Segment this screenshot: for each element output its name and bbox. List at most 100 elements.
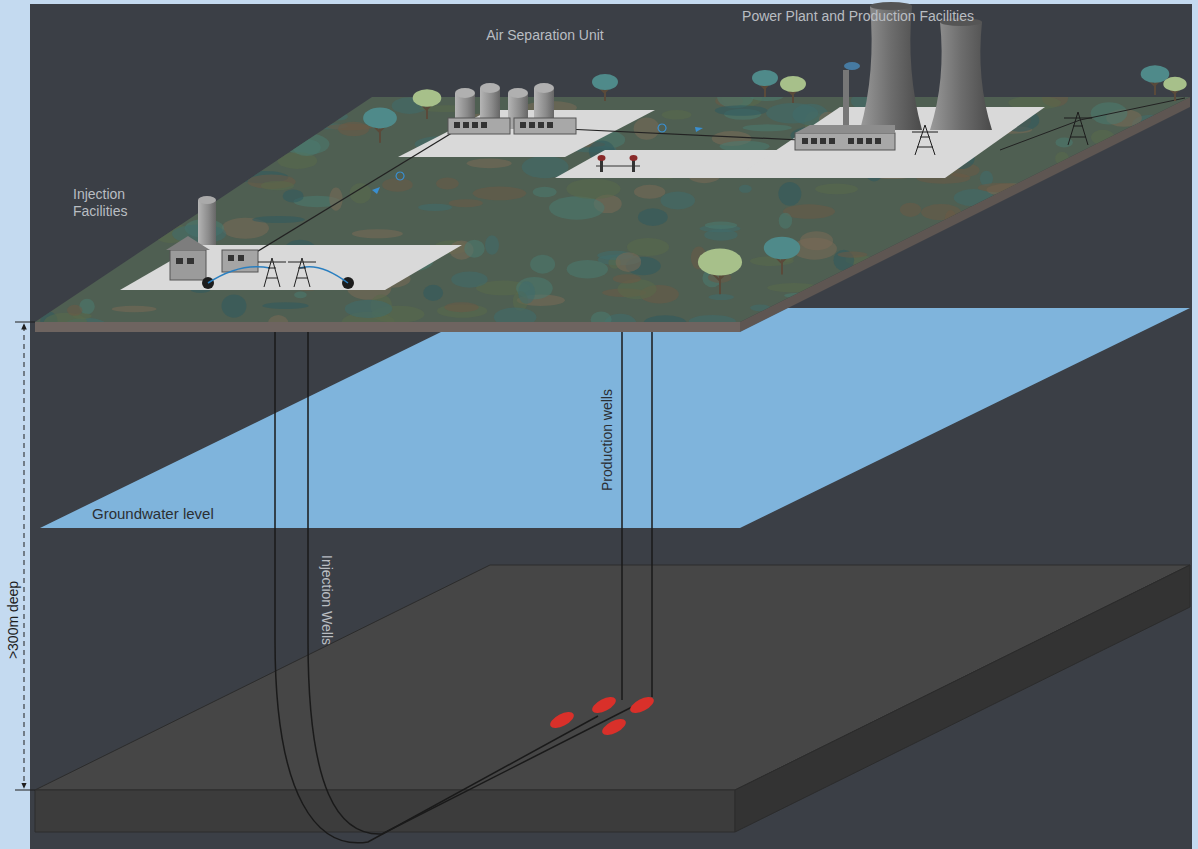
tree <box>592 74 618 101</box>
ground-texture <box>153 223 189 243</box>
ground-texture <box>897 166 942 174</box>
ground-texture <box>1145 244 1178 262</box>
ground-texture <box>876 131 901 139</box>
ground-texture <box>627 238 669 256</box>
ground-texture <box>530 255 555 274</box>
ground-texture <box>1100 158 1116 180</box>
ground-texture <box>449 240 473 259</box>
ground-texture <box>985 126 1033 134</box>
tree <box>698 248 742 294</box>
ground-texture <box>961 134 976 144</box>
ground-texture <box>316 257 341 278</box>
ground-texture <box>819 112 837 128</box>
ground-texture <box>266 248 297 260</box>
ground-texture <box>40 312 57 330</box>
middle-pad <box>555 150 820 178</box>
ground-texture <box>1109 162 1122 183</box>
ground-texture <box>237 246 290 259</box>
ground-texture <box>223 116 258 129</box>
ground-texture <box>1055 137 1072 147</box>
ground-texture <box>347 277 391 300</box>
ground-texture <box>999 109 1039 132</box>
ground-texture <box>1160 301 1198 310</box>
ground-texture <box>191 287 210 293</box>
air-separation-unit <box>448 83 576 134</box>
ground-texture <box>345 300 393 318</box>
ground-texture <box>927 164 954 177</box>
plane-label: Groundwater level <box>92 505 214 522</box>
tree <box>413 89 442 119</box>
ground-texture <box>1139 316 1179 323</box>
tree <box>752 70 778 97</box>
ground-texture <box>790 126 841 145</box>
injection-facilities <box>166 196 354 289</box>
ground-texture <box>1061 226 1104 239</box>
injection-pad <box>120 245 462 290</box>
ground-texture <box>293 139 321 156</box>
ground-texture <box>720 141 770 152</box>
ground-texture <box>914 115 959 133</box>
ground-texture <box>1088 156 1103 162</box>
ground-texture <box>1046 259 1082 279</box>
ground-texture <box>588 131 625 149</box>
ground-texture <box>644 315 687 330</box>
ground-texture <box>517 294 565 306</box>
ground-texture <box>1103 217 1140 225</box>
ground-texture <box>145 202 183 208</box>
ground-texture <box>702 269 722 287</box>
ground-texture <box>30 211 46 224</box>
ground-texture <box>640 285 679 304</box>
ground-texture <box>932 120 969 133</box>
asu-pad <box>398 110 655 157</box>
ground-texture <box>792 238 837 260</box>
ground-texture <box>916 172 970 183</box>
ground-texture <box>913 144 932 152</box>
ground-texture <box>527 132 558 141</box>
ground-texture <box>689 315 736 328</box>
ground-texture <box>467 159 512 169</box>
ground-texture <box>739 185 752 193</box>
ground-texture <box>77 226 109 247</box>
ground-texture <box>779 213 792 229</box>
ground-texture <box>436 177 459 189</box>
ground-texture <box>598 254 642 265</box>
plant-pad <box>735 107 1045 178</box>
ground-texture <box>815 184 858 195</box>
ground-texture <box>247 174 295 188</box>
ground-texture <box>899 292 927 307</box>
tree <box>780 76 806 103</box>
ground-texture <box>148 214 177 223</box>
ground-texture <box>139 122 156 130</box>
ground-texture <box>1055 152 1069 165</box>
vertical-label: Production wells <box>599 389 616 491</box>
injection-well-lines <box>275 332 634 843</box>
ground-texture <box>476 281 530 296</box>
ground-texture <box>828 313 868 326</box>
ground-texture <box>263 129 277 143</box>
ground-texture <box>342 312 396 334</box>
ground-texture <box>770 315 807 328</box>
tree <box>1141 65 1170 95</box>
ground-texture <box>102 121 149 132</box>
ground-texture <box>1180 270 1198 279</box>
ground-texture <box>292 277 322 291</box>
ground-texture <box>79 299 95 314</box>
ground-texture <box>329 187 342 210</box>
ground-texture <box>1146 271 1190 292</box>
ground-texture <box>20 203 54 210</box>
facility-label: Air Separation Unit <box>485 27 605 44</box>
ground-texture <box>869 170 916 179</box>
ground-texture <box>415 136 469 152</box>
ground-texture <box>553 121 602 132</box>
pipelines <box>240 98 1185 262</box>
border-strip <box>0 0 30 849</box>
ground-texture <box>980 171 993 186</box>
ground-texture <box>784 292 829 298</box>
ground-texture <box>382 178 413 192</box>
ground-texture <box>947 163 980 178</box>
ground-texture <box>662 110 692 120</box>
ground-texture <box>16 238 71 249</box>
ground-texture <box>62 318 109 338</box>
depth-dimension <box>15 322 35 790</box>
ground-texture <box>775 155 815 179</box>
